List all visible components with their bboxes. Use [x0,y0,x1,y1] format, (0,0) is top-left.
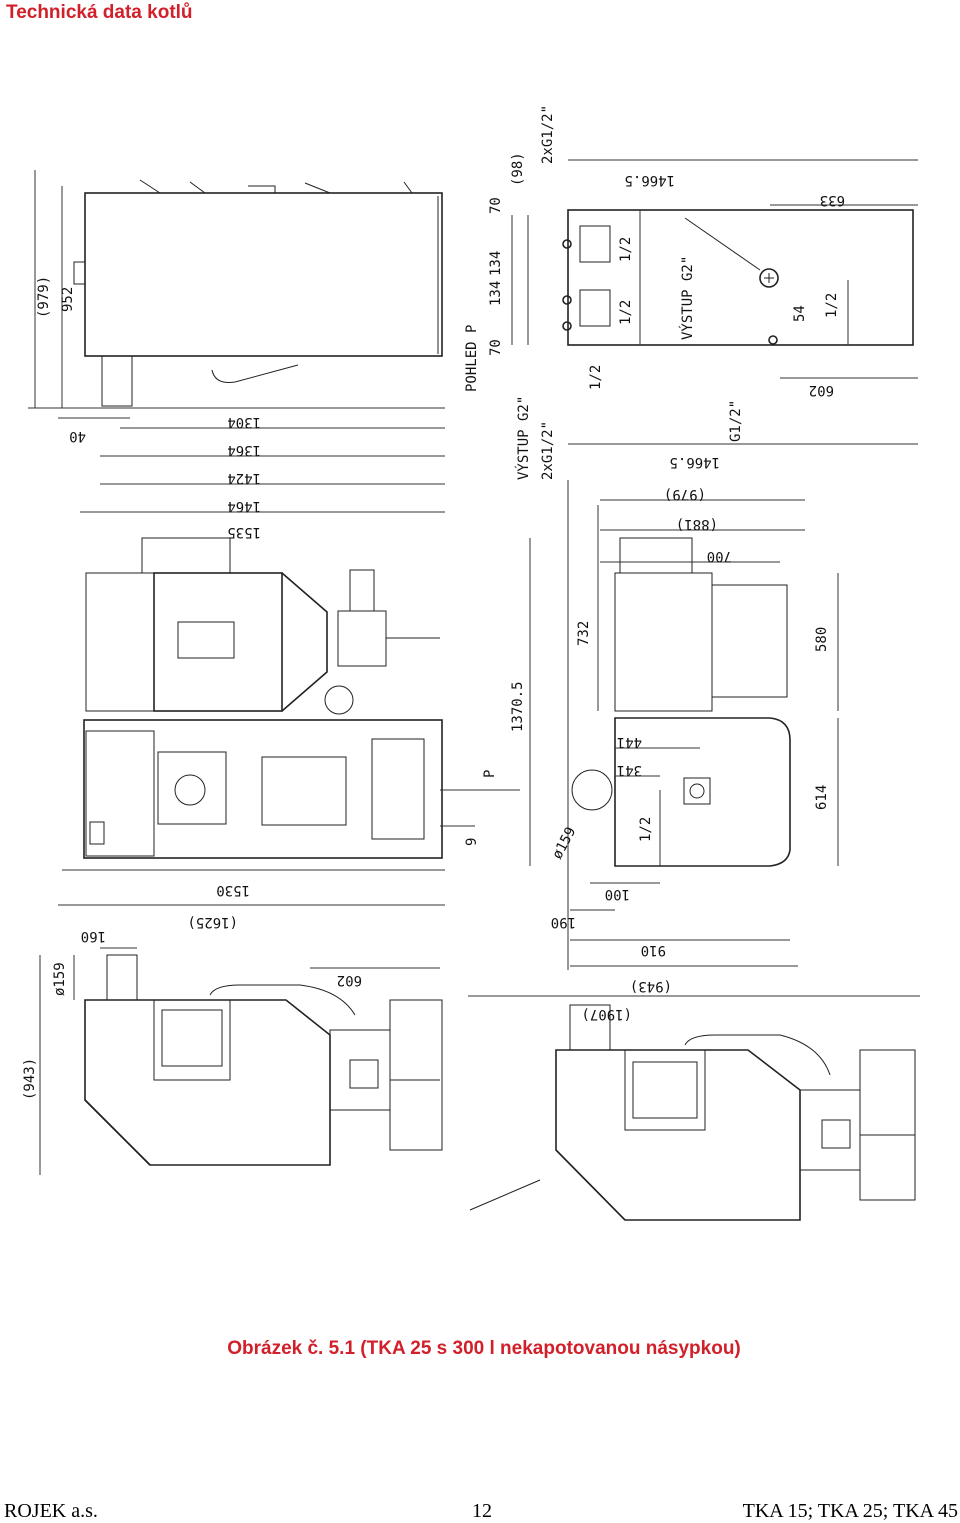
dim-159a-label: ø159 [549,825,579,862]
dim-943a-label: (943) [630,978,672,994]
dim-1464-label: 1464 [227,498,261,514]
dim-40-label: 40 [69,428,86,444]
view-top-left: (979) 952 40 1304 1364 1424 1464 1535 [28,170,445,540]
dim-190-label: 190 [551,914,576,930]
half-3-label: 1/2 [588,365,604,390]
view-bottom-right: (943) (1907) [468,978,920,1221]
dim-910-label: 910 [641,942,666,958]
g12-top-label: 2xG1/2" [540,105,556,164]
g12-c-label: G1/2" [728,400,744,442]
view-middle-left: 1530 (1625) 9 P [58,537,520,930]
hopper-plan [153,572,283,712]
dim-54-label: 54 [792,305,808,322]
dim-700-label: 700 [707,548,732,564]
dim-602a-label: 602 [809,382,834,398]
dim-1304-label: 1304 [227,414,261,430]
view-top-right: POHLED P 70 70 134 134 (98) 2xG1/2" VÝST… [464,105,918,480]
dim-100-label: 100 [605,886,630,902]
dim-1370-label: 1370.5 [510,681,526,732]
page-header-title: Technická data kotlů [6,2,193,23]
dim-943b-label: (943) [22,1058,38,1100]
footer-page-number: 12 [472,1500,492,1522]
half-4-label: 1/2 [824,293,840,318]
boiler-plan [83,719,443,859]
g12-bottom-label: 2xG1/2" [540,421,556,480]
iso-left-boiler [84,999,331,1166]
p-arrow-label: P [482,770,498,778]
dim-1907-label: (1907) [581,1006,632,1022]
dim-70a-label: 70 [488,197,504,214]
dim-732-label: 732 [576,621,592,646]
dim-1530-label: 1530 [216,882,250,898]
dim-602b-label: 602 [337,972,362,988]
dim-614-label: 614 [814,785,830,810]
half-2-label: 1/2 [618,300,634,325]
dim-979-label: (979) [36,276,52,318]
view-middle-right: (979) (881) 700 580 732 1370.5 441 341 6… [510,480,839,970]
pohled-p-label: POHLED P [464,325,480,392]
dim-134a-label: 134 [488,281,504,306]
dim-341-label: 341 [617,762,642,778]
dim-98-label: (98) [510,152,526,186]
dim-9-label: 9 [464,838,480,846]
dim-1364-label: 1364 [227,442,261,458]
dim-160-label: 160 [81,928,106,944]
view-bottom-left: 160 ø159 602 (943) [22,928,443,1175]
side-body-outline [614,717,791,867]
iso-right-boiler [555,1049,801,1221]
dim-1466a-label: 1466.5 [624,172,675,188]
dim-441-label: 441 [617,734,642,750]
dim-159b-label: ø159 [52,962,68,996]
half-1-label: 1/2 [618,237,634,262]
boiler-body-outline [84,192,443,357]
dim-70b-label: 70 [488,339,504,356]
dim-1424-label: 1424 [227,470,261,486]
dim-979b-label: (979) [664,486,706,502]
vystup-g2-left-label: VÝSTUP G2" [515,396,532,480]
dim-134b-label: 134 [488,251,504,276]
dim-881-label: (881) [676,516,718,532]
rear-view-outline [567,209,914,346]
footer-company: ROJEK a.s. [4,1500,98,1522]
page-footer: ROJEK a.s. 12 TKA 15; TKA 25; TKA 45 [0,1500,960,1523]
dim-580-label: 580 [814,627,830,652]
dim-1625-label: (1625) [187,914,238,930]
half-5-label: 1/2 [638,817,654,842]
dim-1466b-label: 1466.5 [669,454,720,470]
dim-633-label: 633 [820,192,845,208]
vystup-g2-right-label: VÝSTUP G2" [679,256,696,340]
figure-caption: Obrázek č. 5.1 (TKA 25 s 300 l nekapotov… [227,1338,741,1359]
dim-952-label: 952 [60,287,76,312]
dim-1535-label: 1535 [227,524,261,540]
footer-models: TKA 15; TKA 25; TKA 45 [742,1500,958,1522]
